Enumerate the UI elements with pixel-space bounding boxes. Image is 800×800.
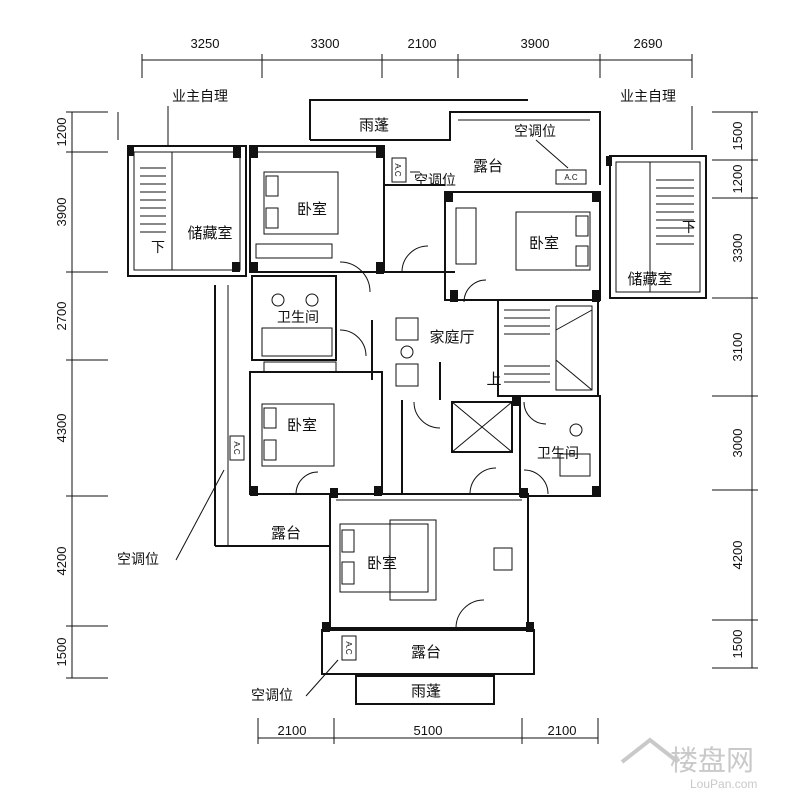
leader-lines (167, 106, 693, 697)
dim-right-2: 1200 (730, 165, 745, 194)
dim-right-3: 3300 (730, 234, 745, 263)
room-labels: 业主自理 业主自理 雨蓬 空调位 空调位 露台 卧室 卧室 储藏室 储藏室 下 … (117, 89, 696, 704)
ac-tags: A.C A.C A.C A.C (232, 163, 578, 655)
dim-top-2: 3300 (311, 36, 340, 51)
dim-left-3: 2700 (54, 302, 69, 331)
terrace-top-label: 露台 (473, 157, 503, 175)
bedroom-2-label: 卧室 (529, 234, 559, 252)
stair-up-label: 上 (486, 370, 501, 388)
bath-right-label: 卫生间 (537, 446, 579, 462)
dimension-labels: 3250 3300 2100 3900 2690 2100 5100 2100 … (54, 36, 745, 738)
furniture (229, 157, 591, 661)
ac-tag-4: A.C (344, 641, 353, 655)
stair-left (140, 167, 166, 233)
dim-left-5: 4200 (54, 547, 69, 576)
dim-bottom-2: 5100 (414, 723, 443, 738)
dim-right-5: 3000 (730, 429, 745, 458)
dim-right-4: 3100 (730, 333, 745, 362)
stair-main (504, 305, 593, 391)
terrace-mid-label: 露台 (271, 524, 301, 542)
owner-label-left: 业主自理 (172, 89, 228, 105)
dim-bottom-3: 2100 (548, 723, 577, 738)
bath-left-label: 卫生间 (277, 310, 319, 326)
storage-right-label: 储藏室 (627, 270, 672, 288)
stair-down-left-label: 下 (151, 240, 165, 256)
family-hall-label: 家庭厅 (429, 328, 474, 346)
dim-left-6: 1500 (54, 638, 69, 667)
stair-down-right-label: 下 (682, 220, 696, 236)
owner-label-right: 业主自理 (620, 89, 676, 105)
ac-left-label: 空调位 (117, 552, 159, 568)
ac-tag-2: A.C (564, 173, 578, 182)
canopy-bottom-label: 雨蓬 (411, 682, 441, 700)
terrace-bottom-label: 露台 (411, 643, 441, 661)
ac-tag-3: A.C (232, 441, 241, 455)
dim-top-5: 2690 (634, 36, 663, 51)
house-logo-icon (620, 737, 680, 764)
ac-upper-mid-label: 空调位 (414, 173, 456, 189)
bedroom-3-label: 卧室 (287, 416, 317, 434)
dim-right-1: 1500 (730, 122, 745, 151)
dim-top-3: 2100 (408, 36, 437, 51)
stair-right (656, 179, 694, 245)
dim-right-6: 4200 (730, 541, 745, 570)
watermark-url: LouPan.com (690, 777, 757, 791)
dim-left-1: 1200 (54, 118, 69, 147)
ac-bottom-label: 空调位 (251, 688, 293, 704)
dim-top-1: 3250 (191, 36, 220, 51)
dim-left-2: 3900 (54, 198, 69, 227)
dim-right-7: 1500 (730, 630, 745, 659)
ac-top-label: 空调位 (514, 124, 556, 140)
wall-posts (128, 146, 612, 632)
dim-left-4: 4300 (54, 414, 69, 443)
bedroom-4-label: 卧室 (367, 554, 397, 572)
watermark-text: 楼盘网 (670, 744, 754, 777)
bedroom-1-label: 卧室 (297, 200, 327, 218)
dim-bottom-1: 2100 (278, 723, 307, 738)
watermark: 楼盘网 LouPan.com (620, 737, 757, 791)
dimension-lines (66, 54, 758, 744)
storage-left-label: 储藏室 (187, 224, 232, 242)
dim-top-4: 3900 (521, 36, 550, 51)
canopy-top-label: 雨蓬 (359, 116, 389, 134)
ac-tag-1: A.C (393, 163, 402, 177)
walls (117, 99, 707, 705)
